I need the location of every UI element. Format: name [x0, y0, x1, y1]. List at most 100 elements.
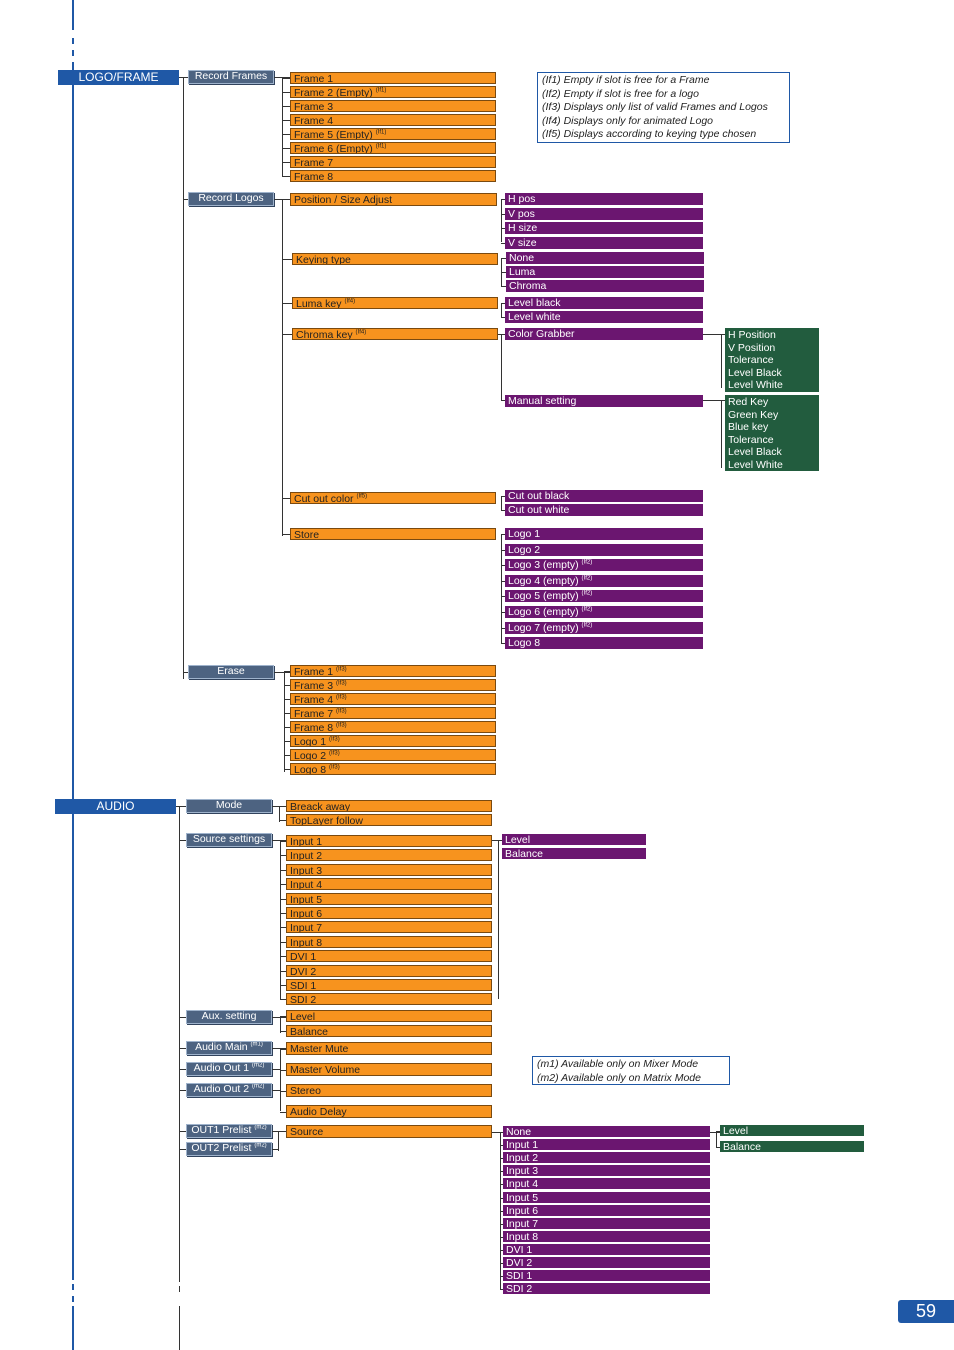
note-ref: (If3) [336, 680, 347, 687]
erase-item-label: Frame 8 [294, 722, 334, 733]
cut-out-item-label: Cut out white [508, 504, 570, 516]
connector [500, 1171, 503, 1173]
note-ref: (m1) [250, 1041, 263, 1048]
connector [272, 1149, 278, 1150]
connector [280, 970, 286, 972]
connector [284, 769, 290, 770]
connector [721, 400, 722, 468]
source: Source [286, 1125, 492, 1138]
connector [279, 806, 286, 807]
connector [282, 534, 290, 535]
audio-out1-label: Audio Out 1 [193, 1062, 250, 1074]
connector [501, 272, 506, 273]
connector [716, 1146, 720, 1148]
connector [280, 869, 286, 871]
logo-item-label: Logo 7 (empty) [508, 621, 579, 634]
source-input-item: Input 5 [286, 892, 492, 905]
source-input-item: Input 3 [286, 863, 492, 876]
out1-prelist-label: OUT1 Prelist [191, 1124, 252, 1136]
frame-item-label: Frame 3 [294, 101, 334, 112]
note-line: (If2) Empty if slot is free for a logo [542, 87, 699, 100]
source-sub-item-label: Level [723, 1125, 749, 1136]
connector [183, 672, 188, 673]
section-logo-frame: LOGO/FRAME [58, 70, 179, 85]
note-ref: (If1) [375, 143, 387, 150]
connector [492, 840, 502, 841]
note-ref: (m2) [252, 1083, 265, 1090]
source-input-item-label: Input 2 [290, 850, 323, 862]
note-ref: (If4) [344, 298, 356, 305]
note-ref: (If3) [336, 722, 347, 729]
connector [280, 1017, 281, 1033]
erase-item: Frame 3 (If3) [290, 679, 496, 691]
keying-item: None [506, 252, 704, 264]
source-input-item-label: Input 7 [290, 922, 323, 934]
erase-item: Frame 4 (If3) [290, 693, 496, 705]
connector [179, 1149, 186, 1150]
note-ref: (If4) [355, 329, 367, 336]
connector [501, 496, 505, 497]
frame-item: Frame 8 [290, 170, 496, 182]
frame-item: Frame 6 (Empty) (If1) [290, 142, 496, 154]
source-input-item-label: DVI 2 [290, 965, 317, 977]
frame-item-label: Frame 5 (Empty) [294, 129, 373, 140]
logo-item-label: Logo 1 [508, 528, 541, 540]
manual-setting: Manual setting [505, 395, 703, 407]
source-item-label: Input 1 [506, 1139, 539, 1151]
connector [492, 1132, 503, 1133]
connector [500, 1158, 503, 1160]
erase-item-label: Logo 8 [294, 764, 327, 775]
source-item: Input 3 [503, 1165, 710, 1177]
page-edge-dash [72, 38, 74, 44]
source-item: DVI 2 [503, 1257, 710, 1268]
connector [501, 317, 505, 318]
connector [279, 806, 280, 822]
note-ref: (If2) [581, 575, 593, 582]
frame-item: Frame 5 (Empty) (If1) [290, 128, 496, 140]
connector [179, 806, 180, 1282]
note-ref: (If3) [329, 750, 340, 757]
source-input-item: DVI 2 [286, 964, 492, 977]
aux-item-label: Balance [290, 1026, 328, 1037]
connector [179, 1306, 180, 1350]
frame-item: Frame 2 (Empty) (If1) [290, 86, 496, 98]
source-input-item-label: SDI 2 [290, 994, 317, 1006]
luma-item-label: Level black [508, 297, 561, 309]
menu-out1-prelist: OUT1 Prelist (m2) [186, 1124, 272, 1138]
position-item: V size [505, 236, 703, 249]
erase-item: Frame 1 (If3) [290, 665, 496, 677]
connector [280, 927, 286, 929]
manual-setting-item: Blue key [728, 421, 769, 434]
source-sub-item: Level [720, 1125, 864, 1136]
page-edge-line [72, 62, 74, 1280]
connector [280, 913, 286, 914]
note-ref: (If1) [375, 129, 387, 136]
connector [179, 1131, 186, 1132]
source-sub-item-label: Balance [723, 1140, 761, 1152]
color-grabber-item: Level Black [728, 366, 782, 379]
logo-item-label: Logo 3 (empty) [508, 559, 579, 572]
note-ref: (If2) [581, 590, 593, 597]
connector [501, 213, 505, 215]
page-edge-dash [72, 1296, 74, 1302]
note-ref: (If3) [336, 708, 347, 715]
source-input-item: Input 1 [286, 835, 492, 847]
audio-main-item-label: Master Mute [290, 1043, 349, 1055]
source-item: Input 2 [503, 1152, 710, 1164]
connector [280, 884, 286, 886]
audio-main-item: Master Volume [286, 1063, 492, 1076]
connector [284, 671, 290, 672]
erase-item-label: Frame 1 [294, 666, 334, 677]
connector [501, 334, 502, 401]
logo-item-label: Logo 6 (empty) [508, 606, 579, 618]
keying-type: Keying type [292, 253, 498, 265]
connector [179, 840, 186, 841]
frame-item: Frame 4 [290, 114, 496, 126]
connector [501, 596, 505, 598]
connector [183, 199, 188, 200]
connector [183, 77, 184, 679]
mode-item: TopLayer follow [286, 814, 492, 826]
note-ref: (If3) [329, 736, 340, 743]
source-item-label: DVI 1 [506, 1243, 533, 1255]
